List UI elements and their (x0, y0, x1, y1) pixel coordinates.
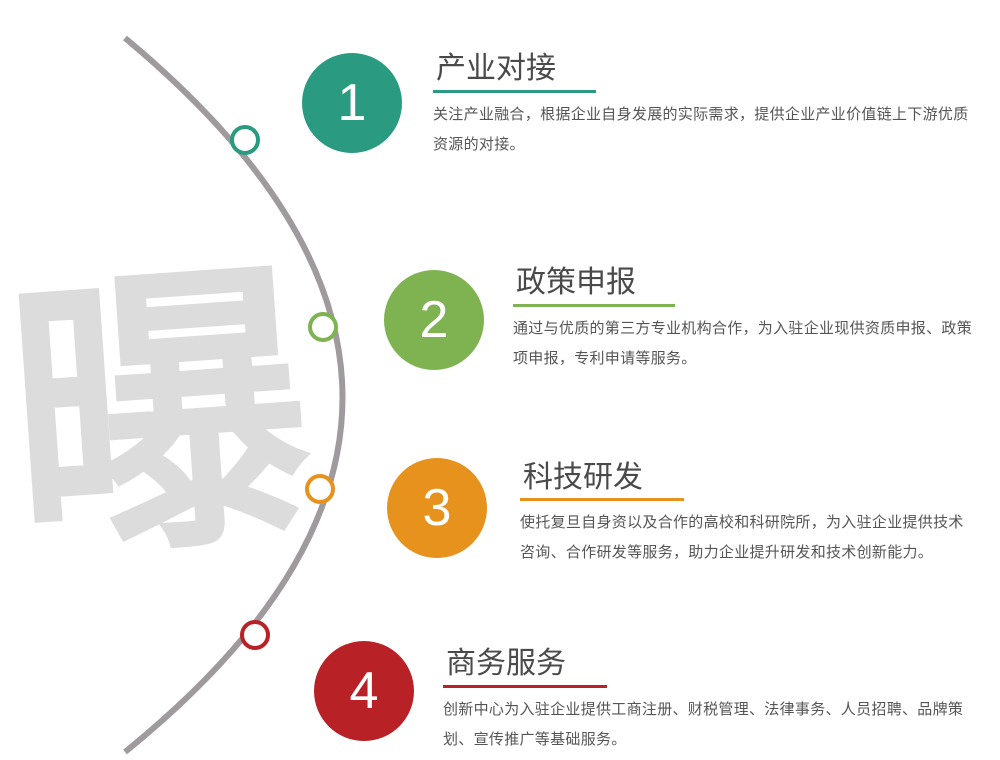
item-description-3: 使托复旦自身资以及合作的高校和科研院所，为入驻企业提供技术咨询、合作研发等服务，… (520, 513, 964, 561)
item-title-3: 科技研发 (523, 460, 643, 495)
item-description-1: 关注产业融合，根据企业自身发展的实际需求，提供企业产业价值链上下游优质资源的对接… (433, 105, 969, 153)
title-underline-4 (443, 685, 607, 688)
item-title-2: 政策申报 (516, 265, 636, 300)
item-description-2: 通过与优质的第三方专业机构合作，为入驻企业现供资质申报、政策项申报，专利申请等服… (513, 319, 973, 367)
step-number-2: 2 (384, 270, 484, 370)
step-number-1: 1 (302, 53, 402, 153)
timeline-node-1 (230, 125, 260, 155)
timeline-node-3 (305, 474, 335, 504)
title-underline-3 (520, 498, 684, 501)
step-number-4: 4 (314, 641, 414, 741)
item-title-1: 产业对接 (436, 51, 556, 86)
timeline-node-4 (240, 620, 270, 650)
step-number-3: 3 (387, 458, 487, 558)
timeline-node-2 (308, 312, 338, 342)
watermark-character: 曝 (0, 227, 322, 602)
title-underline-2 (513, 304, 675, 307)
title-underline-1 (433, 90, 596, 93)
item-description-4: 创新中心为入驻企业提供工商注册、财税管理、法律事务、人员招聘、品牌策划、宣传推广… (443, 700, 964, 748)
item-title-4: 商务服务 (446, 646, 566, 681)
